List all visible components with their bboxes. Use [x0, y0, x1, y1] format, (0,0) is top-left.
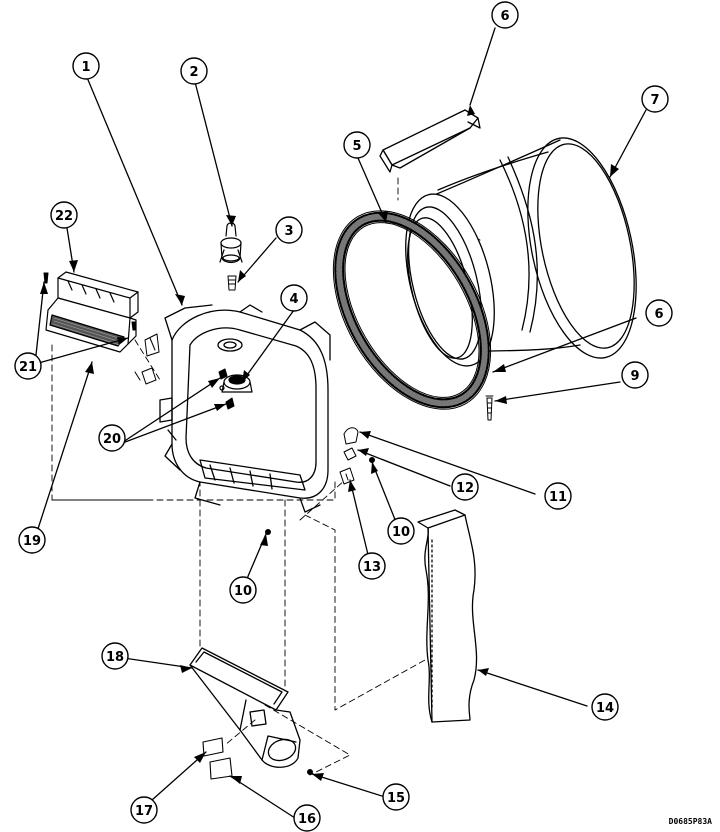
- callout-label: 13: [363, 560, 381, 575]
- callout-label: 12: [456, 481, 474, 496]
- callout-label: 10: [234, 584, 252, 599]
- callout-label: 5: [352, 139, 361, 154]
- callout-label: 17: [135, 804, 153, 819]
- callout-14: 14: [591, 693, 619, 721]
- leader-lines: [34, 27, 647, 819]
- callout-13: 13: [358, 552, 386, 580]
- arrow-heads: [40, 105, 619, 784]
- callout-9: 9: [621, 361, 649, 389]
- callout-label: 16: [298, 812, 316, 827]
- callout-18: 18: [101, 642, 129, 670]
- callout-22: 22: [50, 201, 78, 229]
- callout-4: 4: [280, 284, 308, 312]
- callout-label: 7: [650, 93, 659, 108]
- callout-label: 14: [596, 701, 614, 716]
- callout-11: 11: [544, 482, 572, 510]
- thermostat-part: [219, 222, 243, 264]
- callout-label: 3: [284, 224, 293, 239]
- callout-2: 2: [180, 57, 208, 85]
- lint-filter-part: [45, 271, 139, 353]
- callout-1: 1: [72, 52, 100, 80]
- drum-part: [405, 137, 637, 367]
- callout-label: 4: [289, 292, 298, 307]
- plate-parts: [202, 737, 233, 780]
- callout-label: 22: [55, 209, 73, 224]
- callout-label: 20: [103, 432, 121, 447]
- mounting-screw-part: [227, 275, 237, 291]
- callout-16: 16: [293, 804, 321, 832]
- exhaust-duct-part: [189, 647, 301, 768]
- clip-parts: [134, 333, 235, 410]
- filter-screws: [43, 272, 137, 331]
- callout-6-right: 6: [645, 299, 673, 327]
- callout-21: 21: [14, 352, 42, 380]
- callout-7: 7: [641, 85, 669, 113]
- small-hardware-parts: [265, 427, 375, 775]
- drum-bracket-part: [379, 109, 481, 173]
- side-panel-part: [417, 509, 478, 723]
- drawing-code: D0685P83A: [669, 817, 713, 826]
- callout-6-top: 6: [491, 1, 519, 29]
- callout-3: 3: [275, 216, 303, 244]
- felt-seal-part: [332, 210, 492, 410]
- callout-label: 18: [106, 650, 124, 665]
- callout-label: 19: [23, 534, 41, 549]
- callout-15: 15: [382, 783, 410, 811]
- callout-label: 11: [549, 490, 567, 505]
- callout-12: 12: [451, 473, 479, 501]
- callout-20: 20: [98, 424, 126, 452]
- front-bulkhead-part: [159, 304, 331, 513]
- callout-label: 6: [654, 307, 663, 322]
- callout-19: 19: [18, 526, 46, 554]
- callout-label: 1: [81, 60, 90, 75]
- callout-10-left: 10: [229, 576, 257, 604]
- callout-label: 6: [500, 9, 509, 24]
- callout-10-right: 10: [387, 517, 415, 545]
- callout-5: 5: [343, 131, 371, 159]
- sensor-part: [219, 374, 253, 393]
- callout-17: 17: [130, 796, 158, 824]
- callout-label: 10: [392, 525, 410, 540]
- callout-label: 21: [19, 360, 37, 375]
- callout-label: 15: [387, 791, 405, 806]
- callout-label: 9: [630, 369, 639, 384]
- callout-label: 2: [189, 65, 198, 80]
- drum-screw-part: [485, 395, 494, 421]
